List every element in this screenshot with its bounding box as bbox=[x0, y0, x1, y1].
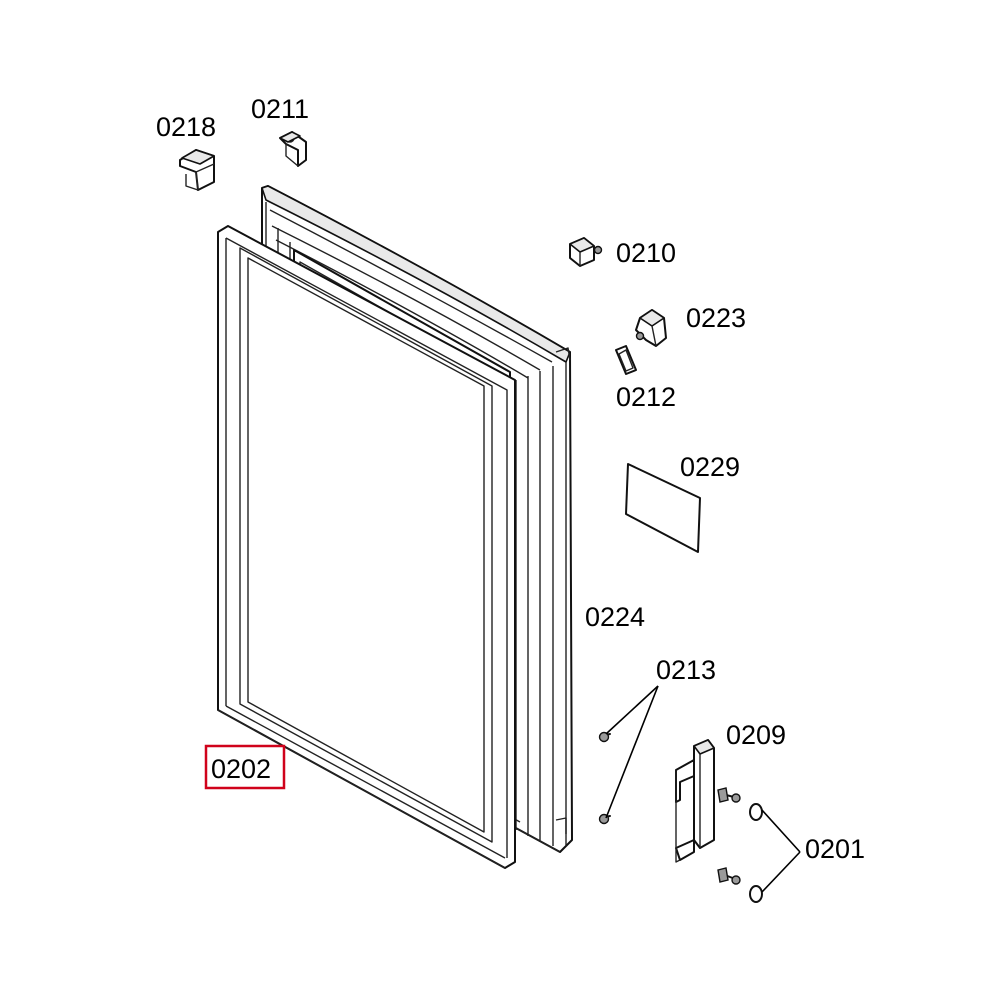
label-0209[interactable]: 0209 bbox=[726, 720, 786, 750]
label-0201[interactable]: 0201 bbox=[805, 834, 865, 864]
label-0213[interactable]: 0213 bbox=[656, 655, 716, 685]
label-0223[interactable]: 0223 bbox=[686, 303, 746, 333]
label-0211[interactable]: 0211 bbox=[251, 94, 309, 124]
label-0210[interactable]: 0210 bbox=[616, 238, 676, 268]
handle-part-0209[interactable] bbox=[675, 739, 715, 863]
hinge-part-0223[interactable] bbox=[635, 309, 667, 347]
label-0224[interactable]: 0224 bbox=[585, 602, 645, 632]
hinge-bracket-part-0211[interactable] bbox=[279, 131, 307, 167]
highlight-box-0202 bbox=[204, 744, 286, 790]
label-0212[interactable]: 0212 bbox=[616, 382, 676, 412]
label-sheet-part-0229[interactable] bbox=[625, 463, 701, 553]
caps-and-screws-part-0201[interactable] bbox=[717, 787, 763, 903]
label-0218[interactable]: 0218 bbox=[156, 112, 216, 142]
leader-lines bbox=[605, 685, 801, 893]
pad-part-0212[interactable] bbox=[615, 345, 637, 375]
label-0229[interactable]: 0229 bbox=[680, 452, 740, 482]
door-gasket-part-0202[interactable] bbox=[217, 225, 516, 869]
latch-part-0210[interactable] bbox=[569, 237, 603, 267]
top-cap-part-0218[interactable] bbox=[179, 149, 215, 191]
label-0202[interactable]: 0202 bbox=[211, 754, 271, 784]
